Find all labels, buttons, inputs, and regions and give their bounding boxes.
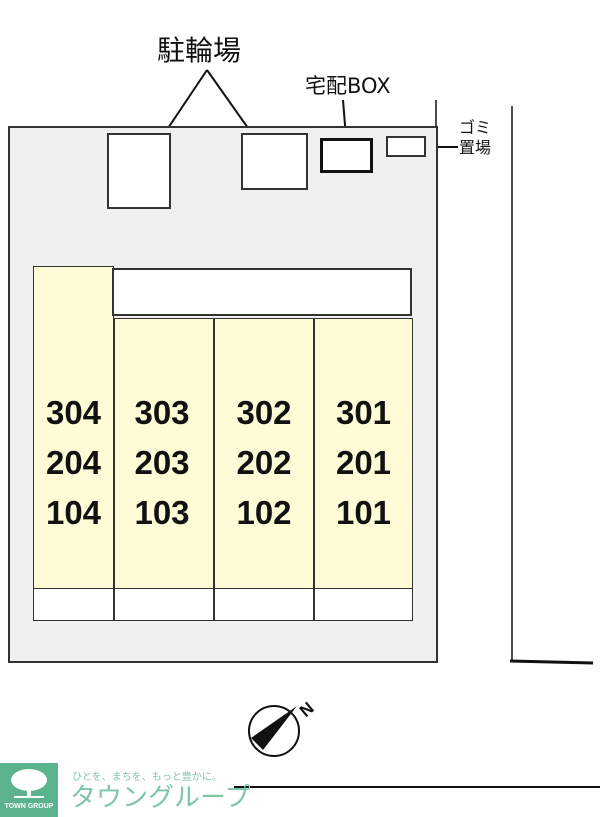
- garbage-area: [386, 136, 426, 157]
- unit-column-1: [314, 318, 413, 589]
- room-group-col-4: 304 204 104: [33, 388, 114, 538]
- room-number: 203: [134, 444, 190, 481]
- room-number: 301: [335, 394, 392, 431]
- room-number: 103: [134, 494, 190, 531]
- bicycle-parking-label: 駐輪場: [157, 34, 242, 67]
- bicycle-parking-1: [107, 133, 171, 209]
- delivery-box-label: 宅配BOX: [305, 74, 391, 98]
- town-group-logo: TOWN GROUP: [0, 763, 58, 817]
- logo-company-name: タウングループ: [70, 783, 251, 813]
- room-group-col-2: 302 202 102: [214, 388, 314, 538]
- unit-column-4: [33, 266, 114, 589]
- room-number: 102: [236, 494, 292, 531]
- building-top-strip: [112, 268, 412, 316]
- compass-icon: [248, 705, 300, 757]
- room-number: 101: [335, 494, 392, 531]
- logo-tagline: ひとを、まちを、もっと豊かに。: [72, 772, 222, 783]
- room-number: 302: [236, 394, 292, 431]
- room-group-col-3: 303 203 103: [112, 388, 212, 538]
- tree-icon: [11, 769, 47, 798]
- corridor-strip-1: [314, 588, 413, 621]
- corridor-strip-2: [214, 588, 314, 621]
- logo-small-text: TOWN GROUP: [4, 803, 54, 810]
- room-number: 303: [134, 394, 190, 431]
- corridor-strip-4: [33, 588, 114, 621]
- room-number: 204: [45, 444, 102, 481]
- room-number: 104: [45, 494, 102, 531]
- room-number: 202: [236, 444, 292, 481]
- garbage-label-line1: ゴミ: [459, 118, 492, 137]
- room-group-col-1: 301 201 101: [314, 388, 413, 538]
- room-number: 201: [335, 444, 392, 481]
- bicycle-parking-2: [241, 133, 308, 190]
- room-number: 304: [45, 394, 102, 431]
- garbage-label-line2: 置場: [459, 138, 492, 157]
- corridor-strip-3: [114, 588, 214, 621]
- delivery-box: [320, 138, 373, 173]
